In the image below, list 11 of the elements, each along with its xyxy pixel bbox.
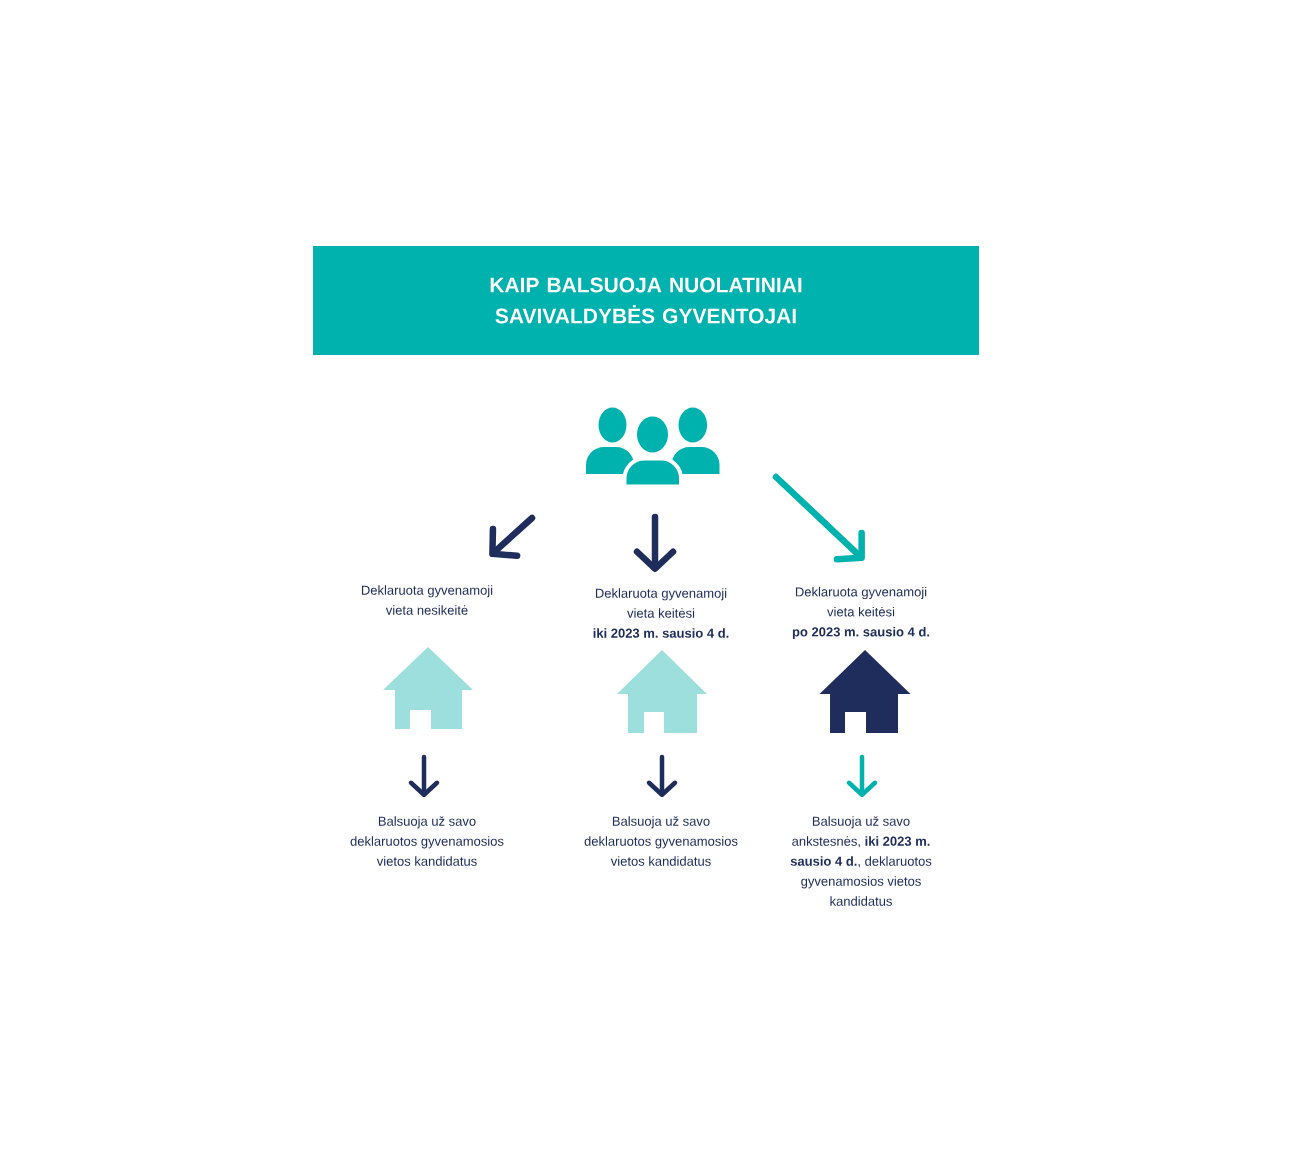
- house-icon: [617, 650, 707, 733]
- text-label: Deklaruota gyvenamoji vieta keitėsi po 2023 m. sausio 4 d.: [792, 586, 930, 640]
- arrow: [772, 473, 865, 563]
- text-label: Balsuoja už savo deklaruotos gyvenamosios vietos kandidatus: [584, 816, 738, 866]
- title-banner: KAIP BALSUOJA NUOLATINIAI SAVIVALDYBĖS GYVENTOJAI: [313, 246, 979, 355]
- text-label: Deklaruota gyvenamoji vieta keitėsi iki 2023 m. sausio 4 d.: [593, 588, 729, 638]
- text-label: Balsuoja už savo ankstesnės, iki 2023 m. sausio 4 d., deklaruotos gyvenamosios vietos kandidatus: [790, 816, 932, 906]
- house-icon: [819, 650, 911, 733]
- text-label: Deklaruota gyvenamoji vieta nesikeitė: [361, 585, 493, 615]
- house-icon: [383, 647, 473, 729]
- text-label: Balsuoja už savo deklaruotos gyvenamosios vietos kandidatus: [350, 816, 504, 866]
